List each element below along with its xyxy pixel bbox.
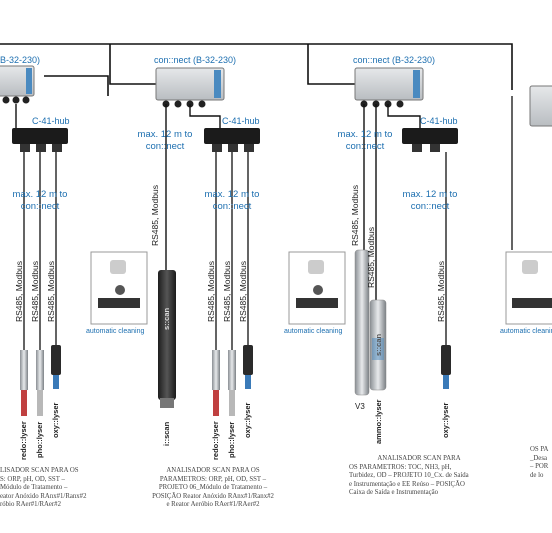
rs485-label: RS485, Modbus xyxy=(14,261,24,322)
connect-label-3: con::nect (B-32-230) xyxy=(353,55,436,65)
top-bus-cable xyxy=(0,43,513,96)
distance-label-3: max. 12 m to con::nect xyxy=(204,189,260,212)
rs485-label: RS485, Modbus xyxy=(206,261,216,322)
connect-box-3 xyxy=(354,67,424,108)
rs485-label: RS485, Modbus xyxy=(366,227,376,288)
rs485-label: RS485, Modbus xyxy=(30,261,40,322)
hub-1 xyxy=(12,128,68,152)
sensor-label-ammo: ammo::lyser xyxy=(374,399,383,444)
rs485-label: RS485, Modbus xyxy=(436,261,446,322)
connect-label-1: B-32-230) xyxy=(0,55,41,65)
connect-box-2 xyxy=(155,67,225,108)
rs485-label: RS485, Modbus xyxy=(46,261,56,322)
distance-label-4: max. 12 m to con::nect xyxy=(337,129,393,152)
sensor-group-3 xyxy=(441,345,451,389)
hub-3 xyxy=(402,128,458,152)
hub-label-3: C-41-hub xyxy=(420,116,458,126)
sensor-label-iscan: i::scan xyxy=(162,421,171,446)
sensor-label-pho: pho::lyser xyxy=(35,421,44,458)
sensor-label-v3: V3 xyxy=(355,402,365,411)
hub-cables xyxy=(15,104,421,300)
distance-label-2: max. 12 m to con::nect xyxy=(137,129,193,152)
connect-box-1 xyxy=(0,65,35,104)
cleaning-unit-1 xyxy=(90,251,148,325)
v3-probe xyxy=(354,249,370,396)
rs485-label: RS485, Modbus xyxy=(150,185,160,246)
sensor-label-oxy: oxy::lyser xyxy=(441,402,450,438)
sensor-cables xyxy=(23,96,513,350)
distance-label-1: max. 12 m to con::nect xyxy=(12,189,68,212)
sensor-label-redo: redo::lyser xyxy=(211,421,220,460)
cleaning-unit-3 xyxy=(505,251,552,325)
connect-label-2: con::nect (B-32-230) xyxy=(154,55,237,65)
probe-brand-label: s::can xyxy=(162,307,171,330)
connect-box-4 xyxy=(529,85,552,127)
cleaning-label-3: automatic cleaning xyxy=(500,328,552,335)
distance-label-5: max. 12 m to con::nect xyxy=(402,189,458,212)
sensor-label-oxy: oxy::lyser xyxy=(243,402,252,438)
sensor-label-redo: redo::lyser xyxy=(19,421,28,460)
sensor-group-1 xyxy=(20,345,61,416)
ammo-probe xyxy=(369,299,387,391)
sensor-label-pho: pho::lyser xyxy=(227,421,236,458)
hub-label-2: C-41-hub xyxy=(222,116,260,126)
cleaning-label-2: automatic cleaning xyxy=(284,328,343,335)
sensor-label-oxy: oxy::lyser xyxy=(51,402,60,438)
rs485-label: RS485, Modbus xyxy=(350,185,360,246)
rs485-label: RS485, Modbus xyxy=(238,261,248,322)
hub-2 xyxy=(204,128,260,152)
rs485-label: RS485, Modbus xyxy=(222,261,232,322)
hub-label-1: C-41-hub xyxy=(32,116,70,126)
sensor-group-2 xyxy=(212,345,253,416)
cleaning-label-1: automatic cleaning xyxy=(86,328,145,335)
probe-brand-label: s::can xyxy=(374,333,383,356)
iscan-probe xyxy=(158,270,176,408)
cleaning-unit-2 xyxy=(288,251,346,325)
